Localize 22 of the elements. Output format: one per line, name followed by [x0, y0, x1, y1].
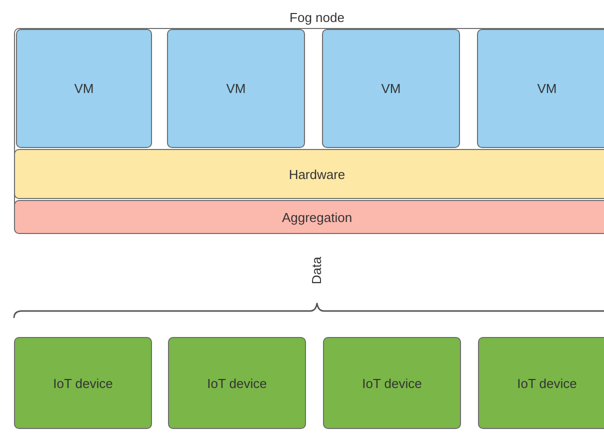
node-label: IoT device — [53, 376, 113, 390]
iot-device-box — [323, 337, 461, 429]
vm-box — [322, 29, 460, 148]
node-heading: Fog node — [290, 10, 344, 25]
aggregation-layer — [14, 200, 604, 234]
node-label: Aggregation — [282, 210, 352, 224]
vm-box — [16, 29, 152, 148]
node-label: VM — [381, 81, 401, 96]
vm-box — [477, 29, 604, 148]
iot-device-box — [168, 337, 306, 429]
vm-box — [167, 29, 305, 148]
node-label: VM — [537, 81, 557, 96]
node-label: Hardware — [288, 166, 346, 182]
node-label: IoT device — [517, 376, 577, 390]
node-label: IoT device — [362, 376, 422, 390]
iot-device-box — [478, 337, 604, 429]
node-label: IoT device — [207, 376, 267, 390]
data-label: Data — [310, 256, 324, 284]
node-label: VM — [226, 81, 246, 96]
hardware-layer — [14, 149, 604, 199]
node-label: VM — [74, 81, 94, 96]
iot-device-box — [14, 337, 152, 429]
